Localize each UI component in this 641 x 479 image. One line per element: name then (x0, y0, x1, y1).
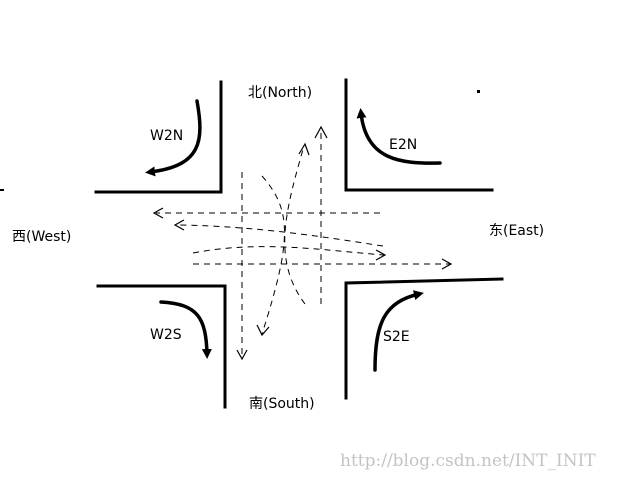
watermark-text: http://blog.csdn.net/INT_INIT (340, 451, 596, 471)
turn-arrow-e2n (356, 108, 442, 165)
label-east: 东(East) (489, 223, 544, 239)
dashed-path-south-to-north-turn (284, 145, 306, 305)
label-north: 北(North) (248, 85, 312, 101)
label-w2s: W2S (150, 327, 182, 343)
dashed-path-west-to-east-turn (192, 246, 385, 256)
dashed-path-north-to-south-turn (261, 175, 285, 335)
label-s2e: S2E (383, 329, 410, 345)
curb-northeast (344, 78, 494, 192)
turn-arrows (145, 99, 442, 372)
label-e2n: E2N (389, 137, 417, 153)
stray-dot (0, 189, 4, 191)
dashed-paths (152, 125, 453, 361)
road-edges (94, 78, 504, 409)
label-west: 西(West) (12, 229, 71, 245)
turn-arrow-w2n (145, 99, 202, 177)
turn-arrow-w2s (159, 300, 212, 359)
open-arrowhead (375, 249, 387, 261)
open-arrowhead (173, 219, 185, 231)
open-arrowhead (236, 349, 248, 361)
stray-dot (477, 90, 480, 93)
curb-northwest (94, 80, 223, 194)
open-arrowhead (256, 324, 270, 337)
label-w2n: W2N (150, 128, 183, 144)
open-arrowhead (314, 125, 328, 139)
turn-arrow-s2e (373, 290, 424, 372)
open-arrowhead (152, 207, 164, 219)
curb-southwest (96, 284, 227, 409)
curb-southeast (344, 277, 504, 400)
label-south: 南(South) (249, 396, 315, 412)
open-arrowhead (441, 258, 453, 270)
dashed-path-east-to-west-turn (175, 224, 384, 247)
open-arrowhead (298, 142, 310, 156)
